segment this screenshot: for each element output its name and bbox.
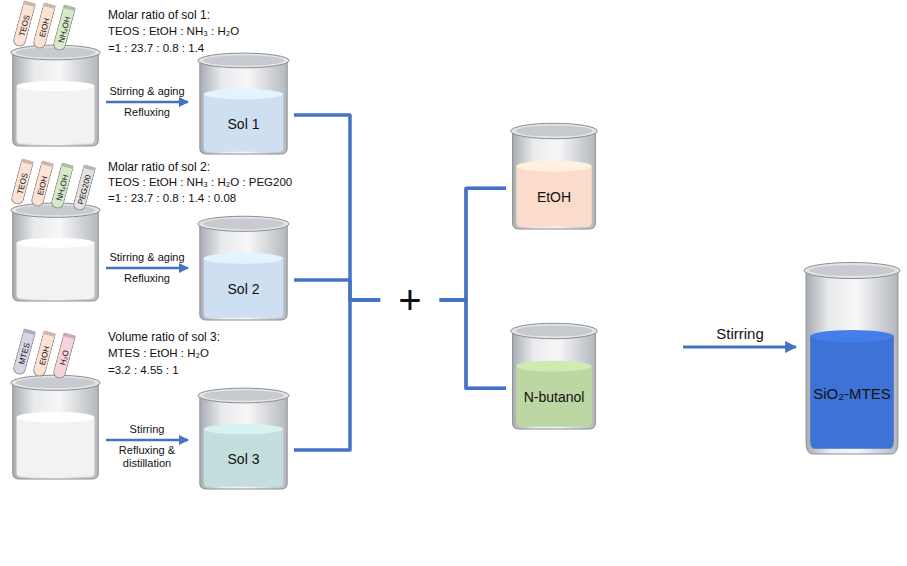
annotation-text: TEOS : EtOH : NH₃ : H₂O : PEG200: [108, 176, 292, 190]
beaker-glass: [200, 224, 287, 320]
annotation-text: =1 : 23.7 : 0.8 : 1.4: [108, 42, 204, 56]
annotation-text: Stirring & aging: [109, 85, 184, 98]
beaker-rim: [198, 216, 289, 231]
beaker-glass: [13, 53, 99, 147]
beaker-illustrations: [11, 45, 100, 479]
beaker-shape: [195, 385, 292, 490]
beaker-opening: [809, 265, 895, 276]
node-label-box: Sol 1: [195, 97, 292, 150]
reagent-tube: NH₄OH: [50, 162, 74, 210]
annotation-text: Refluxing: [124, 272, 170, 285]
beaker-rim: [198, 388, 289, 403]
beaker-liquid: [204, 258, 284, 317]
reagent-beaker: [11, 375, 100, 479]
beaker-label: N-butanol: [524, 389, 585, 405]
beaker-label: SiO₂-MTES: [813, 385, 891, 402]
beaker-opening: [203, 55, 284, 66]
beaker-shape: [508, 320, 600, 430]
stirring-arrow: [683, 346, 796, 349]
beaker-node: EtOH: [508, 120, 600, 230]
beaker-glass: [513, 331, 596, 429]
beaker-node: Sol 3: [195, 385, 292, 490]
annotation-text: =3.2 : 4.55 : 1: [108, 364, 179, 378]
beaker-opening: [515, 126, 592, 137]
beaker-shape: [195, 213, 292, 321]
annotation-text: =1 : 23.7 : 0.8 : 1.4 : 0.08: [108, 192, 236, 206]
annotation-text: Volume ratio of sol 3:: [108, 330, 220, 344]
beaker-liquid: [516, 166, 591, 227]
liquid-surface: [204, 89, 284, 100]
beaker-rim: [198, 53, 289, 68]
merge-bracket: [294, 188, 506, 450]
liquid-surface: [810, 330, 894, 342]
reagent-beaker: [11, 45, 100, 146]
annotation-text: Stirring: [130, 423, 165, 436]
beaker-rim: [511, 123, 597, 138]
beaker-liquid: [17, 417, 95, 476]
beaker-label: Sol 2: [228, 281, 260, 297]
node-label-box: N-butanol: [508, 370, 600, 425]
annotation-text: Refluxing & distillation: [101, 444, 193, 470]
beaker-liquid: [516, 366, 591, 427]
beaker-shape: [801, 250, 903, 455]
liquid-surface: [516, 161, 591, 172]
annotation-text: Molar ratio of sol 2:: [108, 160, 210, 174]
liquid-surface: [204, 253, 284, 264]
beaker-rim: [511, 323, 597, 338]
beaker-liquid: [204, 429, 284, 487]
liquid-surface: [17, 81, 95, 92]
beaker-glass: [13, 383, 99, 479]
beaker-liquid: [17, 243, 95, 299]
liquid-surface: [17, 412, 95, 423]
beaker-node: SiO₂-MTES: [801, 250, 903, 455]
beaker-label: Sol 3: [228, 451, 260, 467]
process-arrow: [106, 439, 188, 442]
reagent-tube: H₂O: [52, 332, 76, 380]
annotation-text: MTES : EtOH : H₂O: [108, 347, 209, 361]
beaker-liquid: [810, 336, 894, 449]
annotation-text: Molar ratio of sol 1:: [108, 8, 210, 22]
beaker-glass: [200, 61, 287, 155]
beaker-opening: [203, 390, 284, 401]
merge-bracket: [294, 300, 506, 450]
beaker-node: Sol 2: [195, 213, 292, 321]
beaker-opening: [16, 377, 96, 388]
plus-sign: +: [380, 278, 439, 322]
annotation-text: Stirring & aging: [109, 251, 184, 264]
annotation-text: Refluxing: [124, 106, 170, 119]
beaker-shape: [195, 50, 292, 155]
reagent-beaker: [11, 203, 100, 301]
beaker-label: EtOH: [537, 189, 571, 205]
beaker-opening: [515, 326, 592, 337]
beaker-shape: [508, 120, 600, 230]
merge-bracket: [294, 115, 506, 300]
beaker-label: Sol 1: [228, 116, 260, 132]
liquid-surface: [204, 424, 284, 435]
beaker-node: Sol 1: [195, 50, 292, 155]
merge-bracket: [294, 115, 506, 388]
beaker-liquid: [17, 86, 95, 144]
beaker-glass: [513, 131, 596, 229]
beaker-glass: [806, 271, 898, 455]
node-label-box: Sol 2: [195, 262, 292, 316]
node-label-box: EtOH: [508, 170, 600, 225]
node-label-box: Sol 3: [195, 432, 292, 485]
beaker-glass: [200, 396, 287, 490]
process-arrow: [106, 101, 188, 104]
beaker-glass: [13, 210, 99, 301]
reagent-tube: PEG200: [72, 164, 96, 212]
liquid-surface: [17, 238, 95, 248]
node-label-box: SiO₂-MTES: [801, 342, 903, 445]
beaker-node: N-butanol: [508, 320, 600, 430]
liquid-surface: [516, 361, 591, 372]
beaker-rim: [804, 263, 900, 279]
annotation-text: TEOS : EtOH : NH₃ : H₂O: [108, 25, 239, 39]
process-arrow: [106, 267, 188, 270]
beaker-opening: [203, 218, 284, 229]
annotation-text: Stirring: [716, 325, 764, 343]
beaker-liquid: [204, 94, 284, 152]
reagent-tube: NH₄OH: [52, 4, 76, 52]
